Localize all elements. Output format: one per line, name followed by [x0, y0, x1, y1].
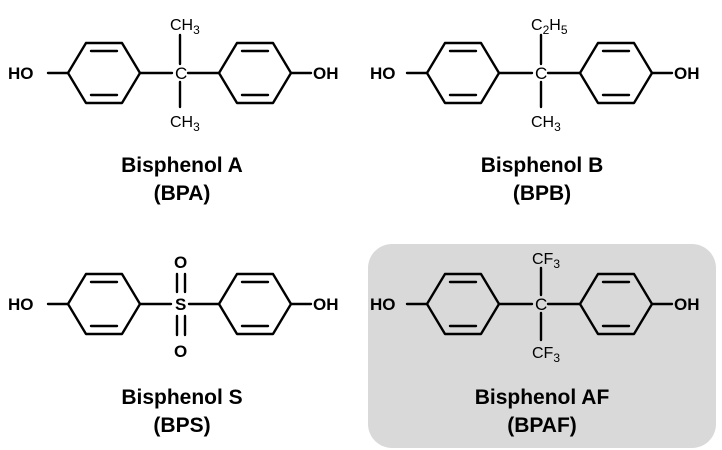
bpaf-bottom-subscript: 3 — [553, 351, 560, 365]
bpb-top-subscript: 2 — [543, 23, 550, 37]
bpaf-highlight-panel — [368, 244, 716, 448]
bpaf-abbreviation: (BPAF) — [507, 414, 577, 437]
bps-center-atom: S — [175, 295, 186, 314]
compound-bpb: HO C C2H5 CH3 OH Bisphenol B (BPB) — [370, 17, 700, 205]
bpaf-top-subscript: 3 — [553, 257, 560, 271]
bpaf-center-atom: C — [535, 295, 547, 314]
bpa-abbreviation: (BPA) — [154, 182, 211, 205]
bpa-left-group: HO — [8, 64, 34, 83]
bpaf-left-group: HO — [370, 295, 396, 314]
svg-text:CF3: CF3 — [532, 251, 560, 271]
bps-abbreviation: (BPS) — [153, 414, 210, 437]
compound-bps: HO S O O OH Bisphenol S (BPS) — [8, 253, 339, 437]
svg-text:CH3: CH3 — [531, 114, 561, 134]
bps-left-group: HO — [8, 295, 34, 314]
compound-bpa: HO C CH3 CH3 OH Bisphenol A (BPA) — [8, 17, 339, 205]
svg-text:CH3: CH3 — [170, 17, 200, 37]
bps-bottom-oxygen: O — [174, 342, 187, 361]
bpb-left-group: HO — [370, 64, 396, 83]
bpaf-right-group: OH — [674, 295, 700, 314]
bpa-right-group: OH — [313, 64, 339, 83]
svg-text:CF3: CF3 — [532, 345, 560, 365]
svg-text:C2H5: C2H5 — [531, 17, 568, 37]
bpa-name: Bisphenol A — [121, 154, 243, 177]
bps-right-group: OH — [313, 295, 339, 314]
bpb-top-substituent-tail: H — [549, 17, 561, 34]
bpb-name: Bisphenol B — [481, 154, 604, 177]
bpa-top-subscript: 3 — [193, 23, 200, 37]
bpa-bottom-substituent: CH — [170, 114, 193, 131]
bpb-abbreviation: (BPB) — [513, 182, 571, 205]
bps-top-oxygen: O — [174, 253, 187, 272]
bpa-top-substituent: CH — [170, 17, 193, 34]
bpaf-top-substituent: CF — [532, 251, 554, 268]
bps-name: Bisphenol S — [121, 386, 242, 409]
bpb-bottom-subscript: 3 — [554, 120, 561, 134]
bpb-top-substituent: C — [531, 17, 543, 34]
compound-bpaf: HO C CF3 CF3 OH Bisphenol AF (BPAF) — [370, 251, 700, 437]
svg-text:CH3: CH3 — [170, 114, 200, 134]
bpb-bottom-substituent: CH — [531, 114, 554, 131]
bpa-bottom-subscript: 3 — [193, 120, 200, 134]
bpb-top-subscript-2: 5 — [561, 23, 568, 37]
bpb-center-atom: C — [535, 64, 547, 83]
bpaf-name: Bisphenol AF — [475, 386, 610, 409]
bpb-right-group: OH — [674, 64, 700, 83]
bpaf-bottom-substituent: CF — [532, 345, 554, 362]
bpa-center-atom: C — [175, 64, 187, 83]
